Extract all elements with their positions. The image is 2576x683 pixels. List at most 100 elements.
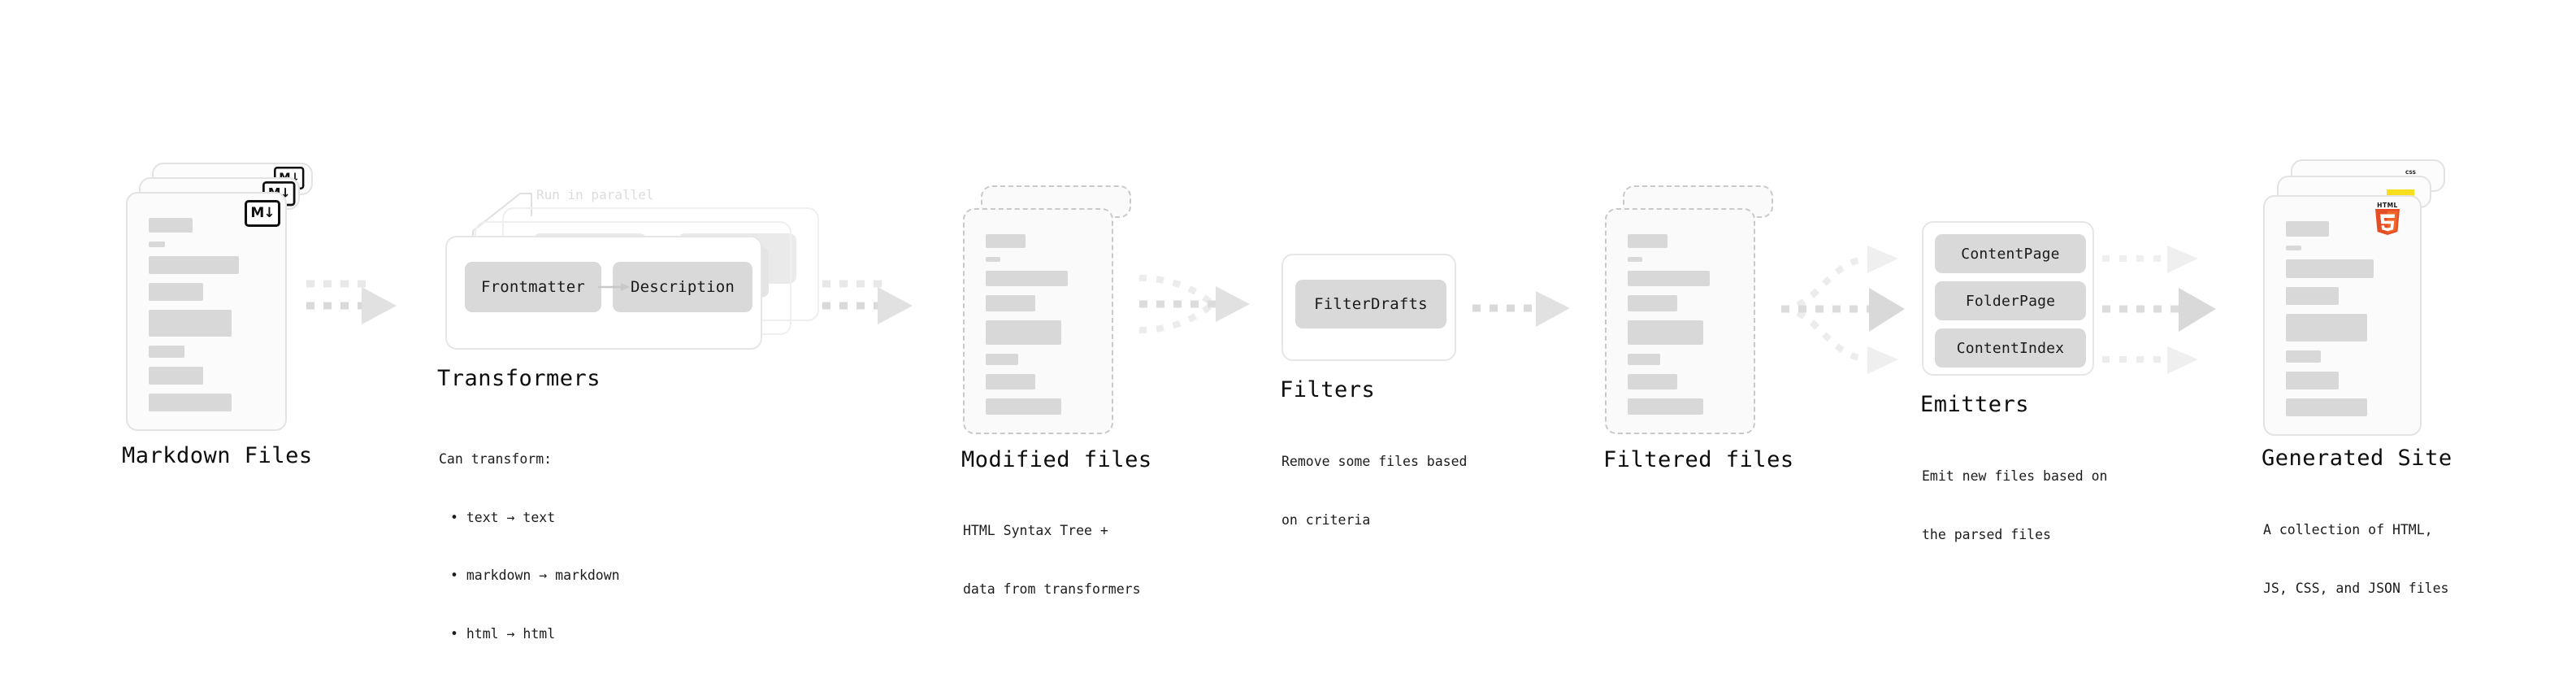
site-card-body [2265, 197, 2420, 434]
filters-panel: FilterDrafts [1281, 254, 1456, 361]
parallel-leader-line [472, 193, 532, 244]
skeleton-bar [2286, 286, 2340, 305]
skeleton-bar [1628, 270, 1710, 287]
stage-subtitle-emitters: Emit new files based on the parsed files [1922, 428, 2107, 583]
skeleton-bar [1628, 256, 1643, 262]
stage-title-generated-site: Generated Site [2262, 446, 2452, 471]
filtered-file-stack [1605, 185, 1780, 437]
skeleton-bar [2286, 313, 2368, 342]
stage-markdown-files: M↓ M↓ M↓ Markdown Files [122, 163, 313, 468]
html5-icon-word: HTML [2377, 202, 2398, 209]
emitter-pill-folderpage[interactable]: FolderPage [1935, 281, 2086, 320]
skeleton-bar [986, 373, 1035, 390]
transformer-arrow-front [598, 283, 630, 291]
arrowhead-bottom [2167, 346, 2198, 374]
transform-item-text: • text → text [450, 509, 556, 525]
run-in-parallel-label: Run in parallel [536, 187, 654, 202]
transformer-pill-frontmatter[interactable]: Frontmatter [465, 262, 601, 312]
arrowhead-top [1867, 246, 1898, 273]
stage-subtitle-modified-files: HTML Syntax Tree + data from transformer… [963, 482, 1141, 637]
skeleton-bar [986, 295, 1035, 311]
markdown-card-front [126, 192, 287, 431]
site-sub-line-1: A collection of HTML, [2263, 521, 2433, 537]
emitters-panel: ContentPage FolderPage ContentIndex [1922, 221, 2094, 376]
markdown-card-body [128, 194, 285, 429]
arrowhead-top [2167, 246, 2198, 273]
skeleton-bar [986, 256, 1001, 262]
connector-emitters-to-site [2102, 246, 2216, 374]
modified-file-stack [963, 185, 1138, 437]
filter-pill-filterdrafts[interactable]: FilterDrafts [1295, 280, 1446, 328]
stage-filtered-files: Filtered files [1603, 185, 1793, 472]
skeleton-bar [2286, 398, 2368, 417]
skeleton-bar [2286, 221, 2329, 237]
stage-subtitle-transformers: Can transform: • text → text • markdown … [439, 411, 620, 683]
skeleton-bar [149, 256, 239, 274]
skeleton-bar [1628, 320, 1703, 346]
arrowhead-bottom [1867, 346, 1898, 374]
skeleton-bar [149, 367, 203, 385]
skeleton-bar [1628, 398, 1703, 415]
filtered-card-body [1607, 210, 1754, 433]
skeleton-bar [2286, 350, 2322, 363]
skeleton-bar [149, 394, 232, 411]
skeleton-bar [149, 282, 203, 301]
emitter-pill-contentindex[interactable]: ContentIndex [1935, 328, 2086, 368]
skeleton-bar [986, 354, 1018, 365]
stage-modified-files: Modified files HTML Syntax Tree + data f… [961, 185, 1151, 597]
skeleton-bar [1628, 373, 1677, 390]
stage-title-transformers: Transformers [437, 366, 601, 391]
stage-title-filters: Filters [1280, 377, 1376, 402]
skeleton-bar [1628, 354, 1660, 365]
filters-sub-line-2: on criteria [1281, 511, 1371, 528]
markdown-file-stack: M↓ M↓ M↓ [126, 163, 313, 431]
filters-sub-line-1: Remove some files based [1281, 453, 1468, 469]
transform-intro: Can transform: [439, 450, 553, 467]
modified-sub-line-2: data from transformers [963, 581, 1141, 597]
skeleton-bar [2286, 245, 2302, 251]
connector-modified-to-filters [1138, 275, 1250, 333]
connector-filters-to-filtered [1472, 291, 1570, 327]
stage-subtitle-generated-site: A collection of HTML, JS, CSS, and JSON … [2263, 481, 2448, 637]
skeleton-bar [2286, 259, 2374, 278]
skeleton-bar [2286, 371, 2340, 389]
arrowhead [1536, 291, 1570, 327]
arrowhead [362, 287, 397, 324]
skeleton-bar [1628, 295, 1677, 311]
skeleton-bar [986, 320, 1061, 346]
stage-title-markdown-files: Markdown Files [122, 443, 313, 468]
emitters-sub-line-1: Emit new files based on [1922, 468, 2108, 484]
generated-site-stack: HTML [2263, 159, 2450, 436]
stage-generated-site: HTML Generated Site A collection of HTML… [2262, 159, 2452, 596]
markdown-icon: M↓ [245, 200, 280, 227]
html5-shield [2375, 209, 2400, 235]
markdown-icon-glyph: M↓ [250, 205, 275, 221]
skeleton-bar [149, 309, 232, 337]
skeleton-bar [149, 218, 193, 233]
arrowhead-mid [2179, 288, 2216, 332]
modified-card-body [965, 210, 1112, 433]
connector-transformers-to-modified [822, 280, 913, 324]
arrowhead [1216, 286, 1250, 322]
skeleton-bar [986, 234, 1026, 248]
arrowhead-mid [1869, 288, 1905, 332]
connector-markdown-to-transformers [306, 280, 397, 324]
modified-sub-line-1: HTML Syntax Tree + [963, 522, 1108, 538]
site-sub-line-2: JS, CSS, and JSON files [2263, 580, 2449, 596]
transform-item-html: • html → html [450, 626, 556, 642]
stage-subtitle-filters: Remove some files based on criteria [1281, 413, 1467, 568]
filtered-card-front [1605, 208, 1755, 434]
site-card-html [2263, 195, 2422, 436]
connector-filtered-to-emitters [1780, 246, 1905, 374]
stage-title-modified-files: Modified files [961, 447, 1152, 472]
transform-item-markdown: • markdown → markdown [450, 568, 620, 584]
transformer-pill-description[interactable]: Description [613, 262, 752, 312]
stage-title-filtered-files: Filtered files [1603, 447, 1794, 472]
transformer-panel-front: Frontmatter Description [445, 236, 762, 350]
emitter-pill-contentpage[interactable]: ContentPage [1935, 234, 2086, 273]
skeleton-bar [1628, 234, 1668, 248]
skeleton-bar [149, 241, 165, 248]
skeleton-bar [986, 398, 1061, 415]
arrowhead [878, 287, 913, 324]
